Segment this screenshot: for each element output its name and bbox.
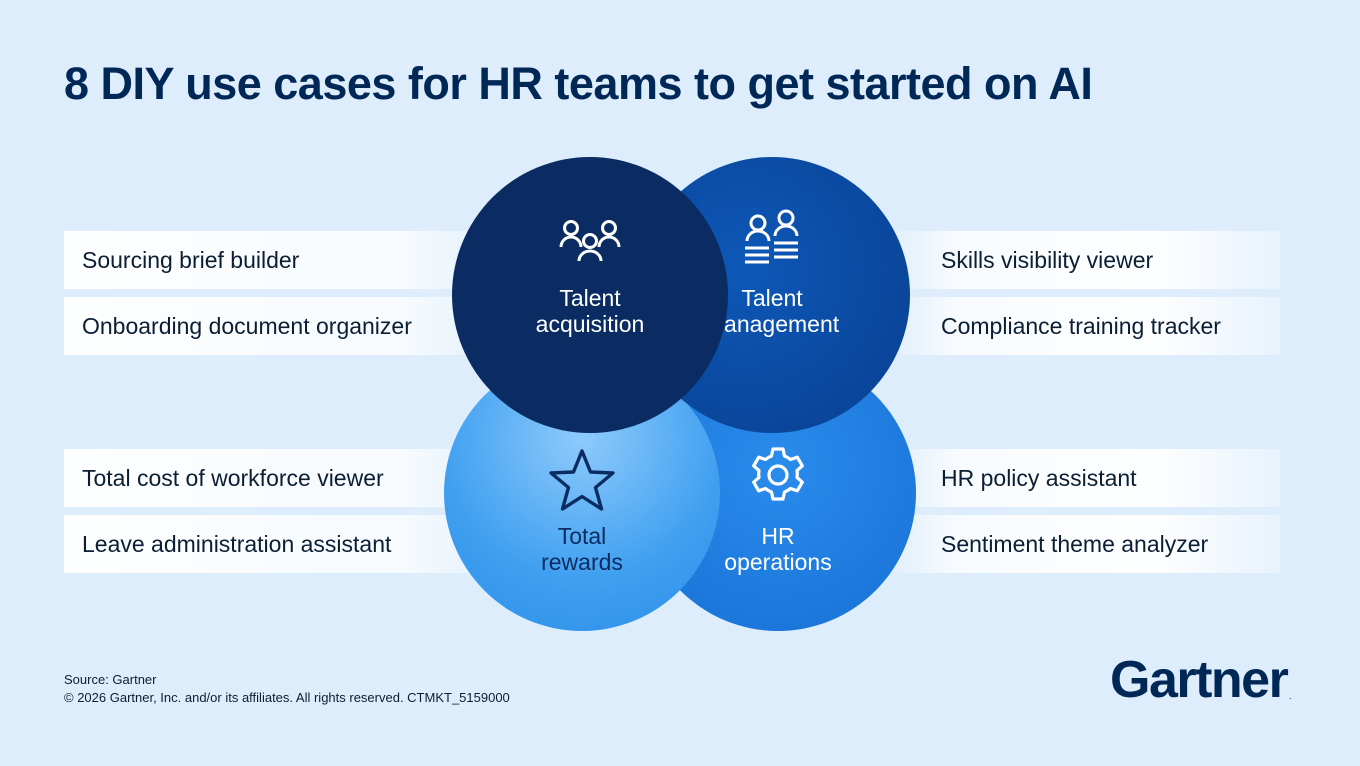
- gartner-logo: Gartner: [1110, 651, 1289, 709]
- gear-icon: [746, 443, 810, 512]
- people-group-icon: [557, 217, 623, 270]
- use-case-label: Sentiment theme analyzer: [941, 530, 1209, 557]
- use-case-onboarding-document-organizer: Onboarding document organizer: [64, 297, 520, 355]
- use-case-skills-visibility-viewer: Skills visibility viewer: [880, 231, 1280, 289]
- profiles-icon: [739, 209, 805, 272]
- circle-label-talent-management: Talent management: [704, 285, 840, 337]
- use-case-label: Skills visibility viewer: [941, 246, 1154, 273]
- use-case-sentiment-theme-analyzer: Sentiment theme analyzer: [880, 515, 1280, 573]
- use-case-label: Total cost of workforce viewer: [82, 464, 384, 491]
- footer-source: Source: Gartner: [64, 672, 157, 687]
- use-case-label: HR policy assistant: [941, 464, 1137, 491]
- circle-label-total-rewards: Total rewards: [541, 523, 623, 575]
- use-case-label: Compliance training tracker: [941, 312, 1221, 339]
- use-case-sourcing-brief-builder: Sourcing brief builder: [64, 231, 520, 289]
- use-case-label: Leave administration assistant: [82, 530, 392, 557]
- use-case-label: Onboarding document organizer: [82, 312, 412, 339]
- circle-talent-acquisition: Talent acquisition: [452, 157, 728, 433]
- logo-registered-mark: .: [1289, 691, 1292, 701]
- use-case-label: Sourcing brief builder: [82, 246, 300, 273]
- use-case-leave-administration-assistant: Leave administration assistant: [64, 515, 520, 573]
- use-case-hr-policy-assistant: HR policy assistant: [880, 449, 1280, 507]
- use-case-compliance-training-tracker: Compliance training tracker: [880, 297, 1280, 355]
- page-title: 8 DIY use cases for HR teams to get star…: [64, 58, 1093, 109]
- footer-copyright: © 2026 Gartner, Inc. and/or its affiliat…: [64, 690, 510, 705]
- circle-label-talent-acquisition: Talent acquisition: [535, 285, 645, 337]
- circle-label-hr-operations: HR operations: [724, 523, 832, 575]
- star-icon: [547, 447, 617, 518]
